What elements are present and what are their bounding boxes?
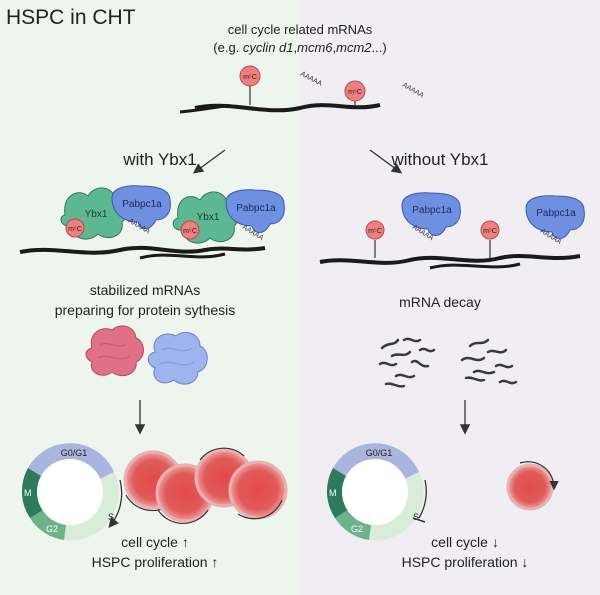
phase-g2-segment [335,510,371,540]
protein-blue-icon [147,331,208,385]
figure-title: HSPC in CHT [6,6,136,29]
pabpc1a-protein [111,185,171,229]
pabpc1a-label: Pabpc1a [536,208,576,219]
left-dividing-cells [123,447,288,524]
phase-s-label: S [413,512,419,522]
phase-m-segment [326,468,348,518]
phase-m-label: M [329,488,337,498]
ybx1-label: Ybx1 [197,212,220,223]
phase-g0g1-label: G0/G1 [366,448,393,458]
pabpc1a-label: Pabpc1a [122,199,162,210]
phase-s-label: S [108,512,114,522]
phase-m-segment [21,468,43,518]
phase-g2-label: G2 [46,524,58,534]
phase-g0g1-segment [333,443,419,479]
right-single-cell [506,461,559,511]
left-outcome-line1: stabilized mRNAs [90,282,200,298]
degraded-mrna-fragments-icon [378,337,518,388]
protein-red-icon [85,325,144,377]
header-line2: (e.g. cyclin d1,mcm6,mcm2...) [213,40,386,55]
pabpc1a-label: Pabpc1a [412,205,452,216]
phase-m-label: M [24,488,32,498]
svg-text:m⁵C: m⁵C [243,74,257,81]
left-branch-label: with Ybx1 [122,150,196,169]
left-result-line2: HSPC proliferation ↑ [92,554,219,570]
m5c-badge [65,218,85,238]
phase-g2-segment [30,510,66,540]
right-result-line1: cell cycle ↓ [431,534,499,550]
m5c-badge [239,65,261,87]
svg-text:m⁵C: m⁵C [68,226,82,233]
left-outcome-line2: preparing for protein sythesis [55,302,236,318]
pabpc1a-protein [401,192,461,236]
svg-text:m⁵C: m⁵C [368,228,382,235]
right-cell-cycle-wheel: G0/G1 S G2 M [326,443,427,541]
arrow-to-right [369,149,403,174]
m5c-badge [365,220,385,240]
hspc-cell [228,460,288,520]
hspc-cell [506,463,554,511]
right-branch-label: without Ybx1 [390,150,488,169]
header-line1: cell cycle related mRNAs [228,22,373,37]
left-result-line1: cell cycle ↑ [121,534,189,550]
cycle-block-bar [412,517,426,523]
pabpc1a-protein [525,195,585,239]
svg-text:m⁵C: m⁵C [348,89,362,96]
left-cell-cycle-wheel: G0/G1 S G2 M [21,443,123,541]
phase-g0g1-segment [28,443,114,479]
right-outcome-line1: mRNA decay [399,294,481,310]
top-mrna: AAAAA AAAAA m⁵C m⁵C [179,65,425,114]
svg-text:m⁵C: m⁵C [483,228,497,235]
right-result-line2: HSPC proliferation ↓ [402,554,529,570]
m5c-badge [180,220,200,240]
m5c-badge [344,80,366,102]
arrow-to-left [192,149,226,174]
pabpc1a-protein [225,189,285,233]
pabpc1a-label: Pabpc1a [236,203,276,214]
svg-text:m⁵C: m⁵C [183,228,197,235]
ybx1-label: Ybx1 [85,209,108,220]
phase-g0g1-label: G0/G1 [61,448,88,458]
phase-s-segment [369,472,424,541]
right-mrna-complex: m⁵C Pabpc1a AAAAA m⁵C Pabpc1a AAAAA [319,192,585,270]
left-mrna-complex: Ybx1 m⁵C Pabpc1a AAAAA Ybx1 m⁵C Pabpc1a … [19,185,285,260]
phase-g2-label: G2 [351,524,363,534]
m5c-badge [480,220,500,240]
phase-s-segment [64,472,119,541]
